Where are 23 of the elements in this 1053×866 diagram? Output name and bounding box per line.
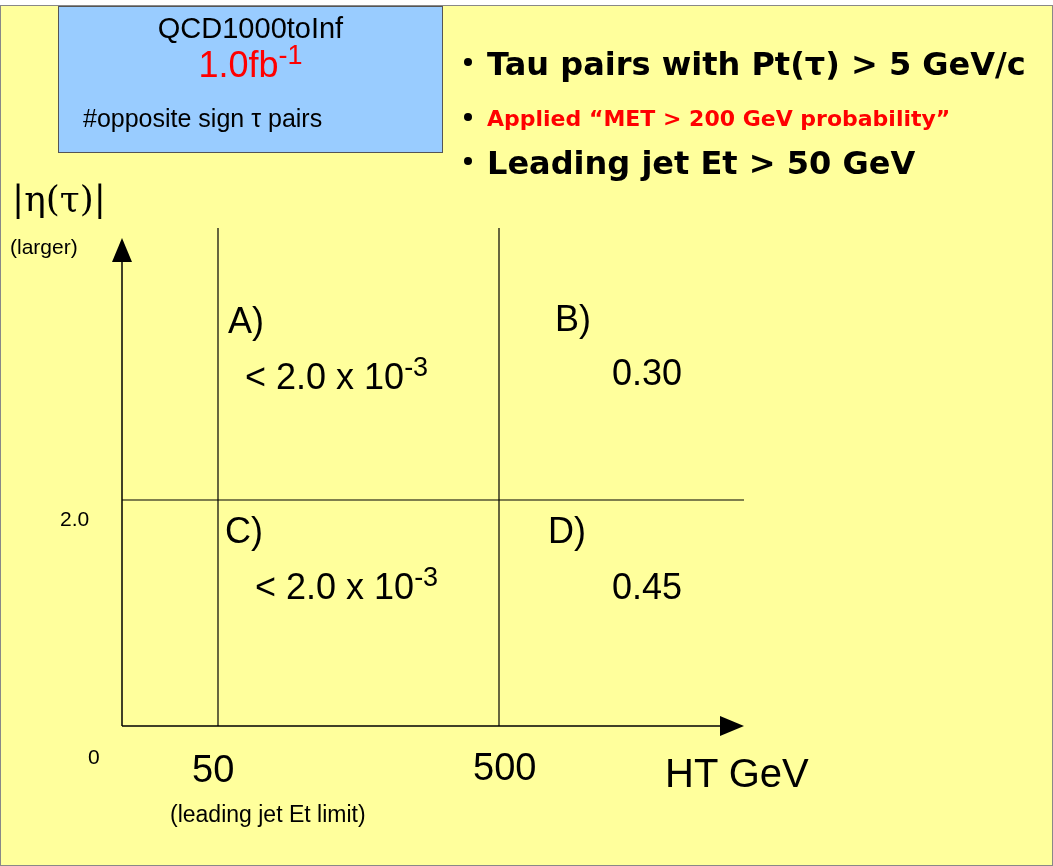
axis-title: HT GeV — [665, 750, 809, 797]
tick-label: 0 — [88, 744, 100, 770]
box-text: 1.0fb$^{-1}$ — [198, 45, 303, 85]
box-text: QCD1000toInf — [157, 11, 344, 45]
axis-note: (larger) — [10, 234, 78, 260]
bullet-text: Applied “MET > 200 GeV probability” — [487, 105, 951, 133]
region-value: < 2.0 x 10$^{-3}$ — [245, 354, 429, 399]
axis-title: |η(τ)| — [12, 177, 106, 221]
region-label: C) — [225, 509, 263, 553]
region-label: B) — [555, 297, 591, 341]
region-value: < 2.0 x 10$^{-3}$ — [255, 564, 439, 609]
tick-label: 500 — [473, 745, 537, 790]
tick-label: 50 — [192, 747, 235, 792]
bullet-text: Leading jet Et > 50 GeV — [487, 143, 916, 183]
box-text: #opposite sign τ pairs — [82, 103, 323, 133]
region-value: 0.45 — [612, 565, 683, 609]
tick-label: 2.0 — [60, 506, 90, 532]
axis-note: (leading jet Et limit) — [170, 800, 366, 829]
region-label: A) — [228, 299, 264, 343]
region-label: D) — [548, 509, 586, 553]
bullet-text: Tau pairs with Pt(τ) > 5 GeV/c — [487, 44, 1026, 84]
region-value: 0.30 — [612, 351, 683, 395]
title-box — [58, 6, 443, 153]
